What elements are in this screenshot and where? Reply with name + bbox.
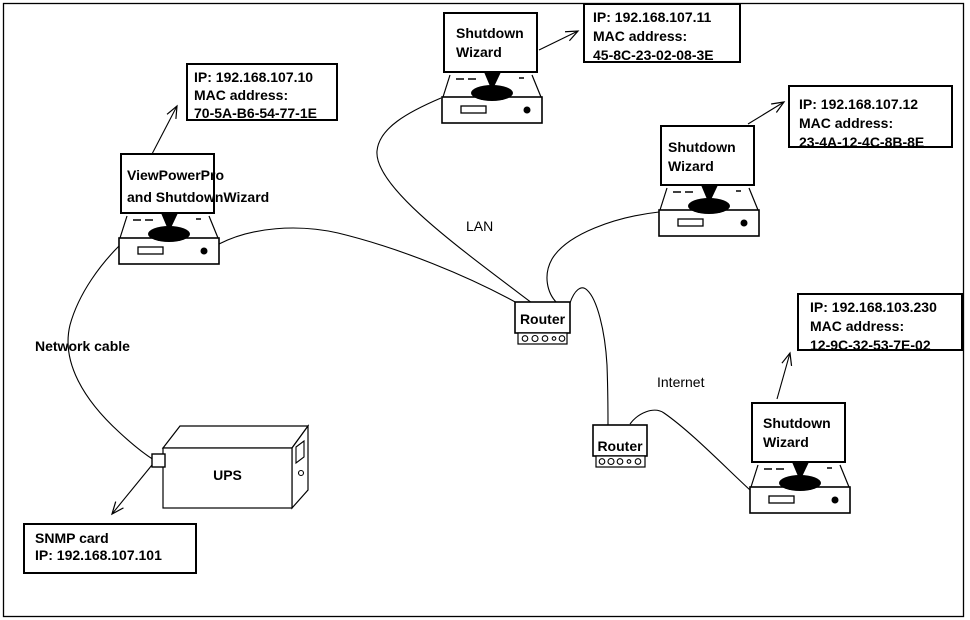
cable-right-pc-to-router bbox=[546, 211, 660, 304]
viewpower-label-line2: and ShutdownWizard bbox=[127, 189, 270, 205]
info-line-snmp-ip: IP: 192.168.107.101 bbox=[35, 547, 162, 563]
info-line-mac: 12-9C-32-53-7E-02 bbox=[810, 337, 931, 353]
info-box-viewpower: IP: 192.168.107.10 MAC address: 70-5A-B6… bbox=[186, 63, 338, 121]
info-line-mac-label: MAC address: bbox=[810, 318, 905, 334]
top-pc-label-line2: Wizard bbox=[456, 44, 502, 60]
network-cable-label: Network cable bbox=[35, 338, 130, 354]
router-icon-bottom bbox=[592, 424, 648, 468]
snmp-card-port bbox=[151, 453, 166, 468]
info-line-mac: 23-4A-12-4C-8B-8E bbox=[799, 134, 925, 150]
ups-label: UPS bbox=[213, 467, 242, 483]
info-box-snmp-card: SNMP card IP: 192.168.107.101 bbox=[23, 523, 197, 574]
info-line-ip: IP: 192.168.103.230 bbox=[810, 299, 937, 315]
info-line-mac: 70-5A-B6-54-77-1E bbox=[194, 105, 317, 121]
router-icon-center bbox=[514, 301, 571, 345]
right-pc-label-line2: Wizard bbox=[668, 158, 714, 174]
info-box-top-pc: IP: 192.168.107.11 MAC address: 45-8C-23… bbox=[583, 3, 741, 63]
info-box-bottom-right-pc: IP: 192.168.103.230 MAC address: 12-9C-3… bbox=[797, 293, 963, 353]
top-pc-label-line1: Shutdown bbox=[456, 25, 524, 41]
lan-label: LAN bbox=[466, 218, 494, 234]
bottom-right-pc-label-line1: Shutdown bbox=[763, 415, 831, 431]
ups-side-vent bbox=[295, 439, 305, 465]
info-line-mac-label: MAC address: bbox=[194, 87, 289, 103]
info-line-mac-label: MAC address: bbox=[593, 28, 688, 44]
cable-viewpower-to-router bbox=[218, 227, 518, 304]
ups-front-panel bbox=[162, 447, 293, 509]
info-line-ip: IP: 192.168.107.11 bbox=[593, 9, 712, 25]
cable-viewpower-to-ups-network bbox=[67, 245, 155, 461]
arrow-top-pc-ip bbox=[538, 30, 580, 51]
viewpower-label-line1: ViewPowerPro bbox=[127, 167, 225, 183]
arrow-right-pc-ip bbox=[747, 101, 786, 125]
cable-top-pc-to-router-lan bbox=[376, 97, 533, 304]
ups-side-dot bbox=[297, 469, 305, 477]
arrow-viewpower-ip bbox=[151, 104, 178, 155]
right-pc-label-line1: Shutdown bbox=[668, 139, 736, 155]
info-box-right-pc: IP: 192.168.107.12 MAC address: 23-4A-12… bbox=[788, 85, 953, 150]
arrow-bottom-right-pc-ip bbox=[776, 351, 793, 400]
arrow-ups-to-snmp-box bbox=[111, 464, 153, 516]
info-line-mac-label: MAC address: bbox=[799, 115, 894, 131]
ups-icon bbox=[151, 424, 310, 510]
bottom-right-pc-label-line2: Wizard bbox=[763, 434, 809, 450]
cable-router-to-router bbox=[569, 287, 609, 427]
router-bottom-label: Router bbox=[597, 438, 643, 454]
info-line-snmp: SNMP card bbox=[35, 530, 109, 546]
cable-router-to-bottom-right-pc-internet bbox=[629, 409, 751, 491]
info-line-ip: IP: 192.168.107.12 bbox=[799, 96, 919, 112]
info-line-ip: IP: 192.168.107.10 bbox=[194, 69, 314, 85]
router-center-label: Router bbox=[519, 311, 566, 327]
internet-label: Internet bbox=[657, 374, 705, 390]
info-line-mac: 45-8C-23-02-08-3E bbox=[593, 47, 714, 63]
